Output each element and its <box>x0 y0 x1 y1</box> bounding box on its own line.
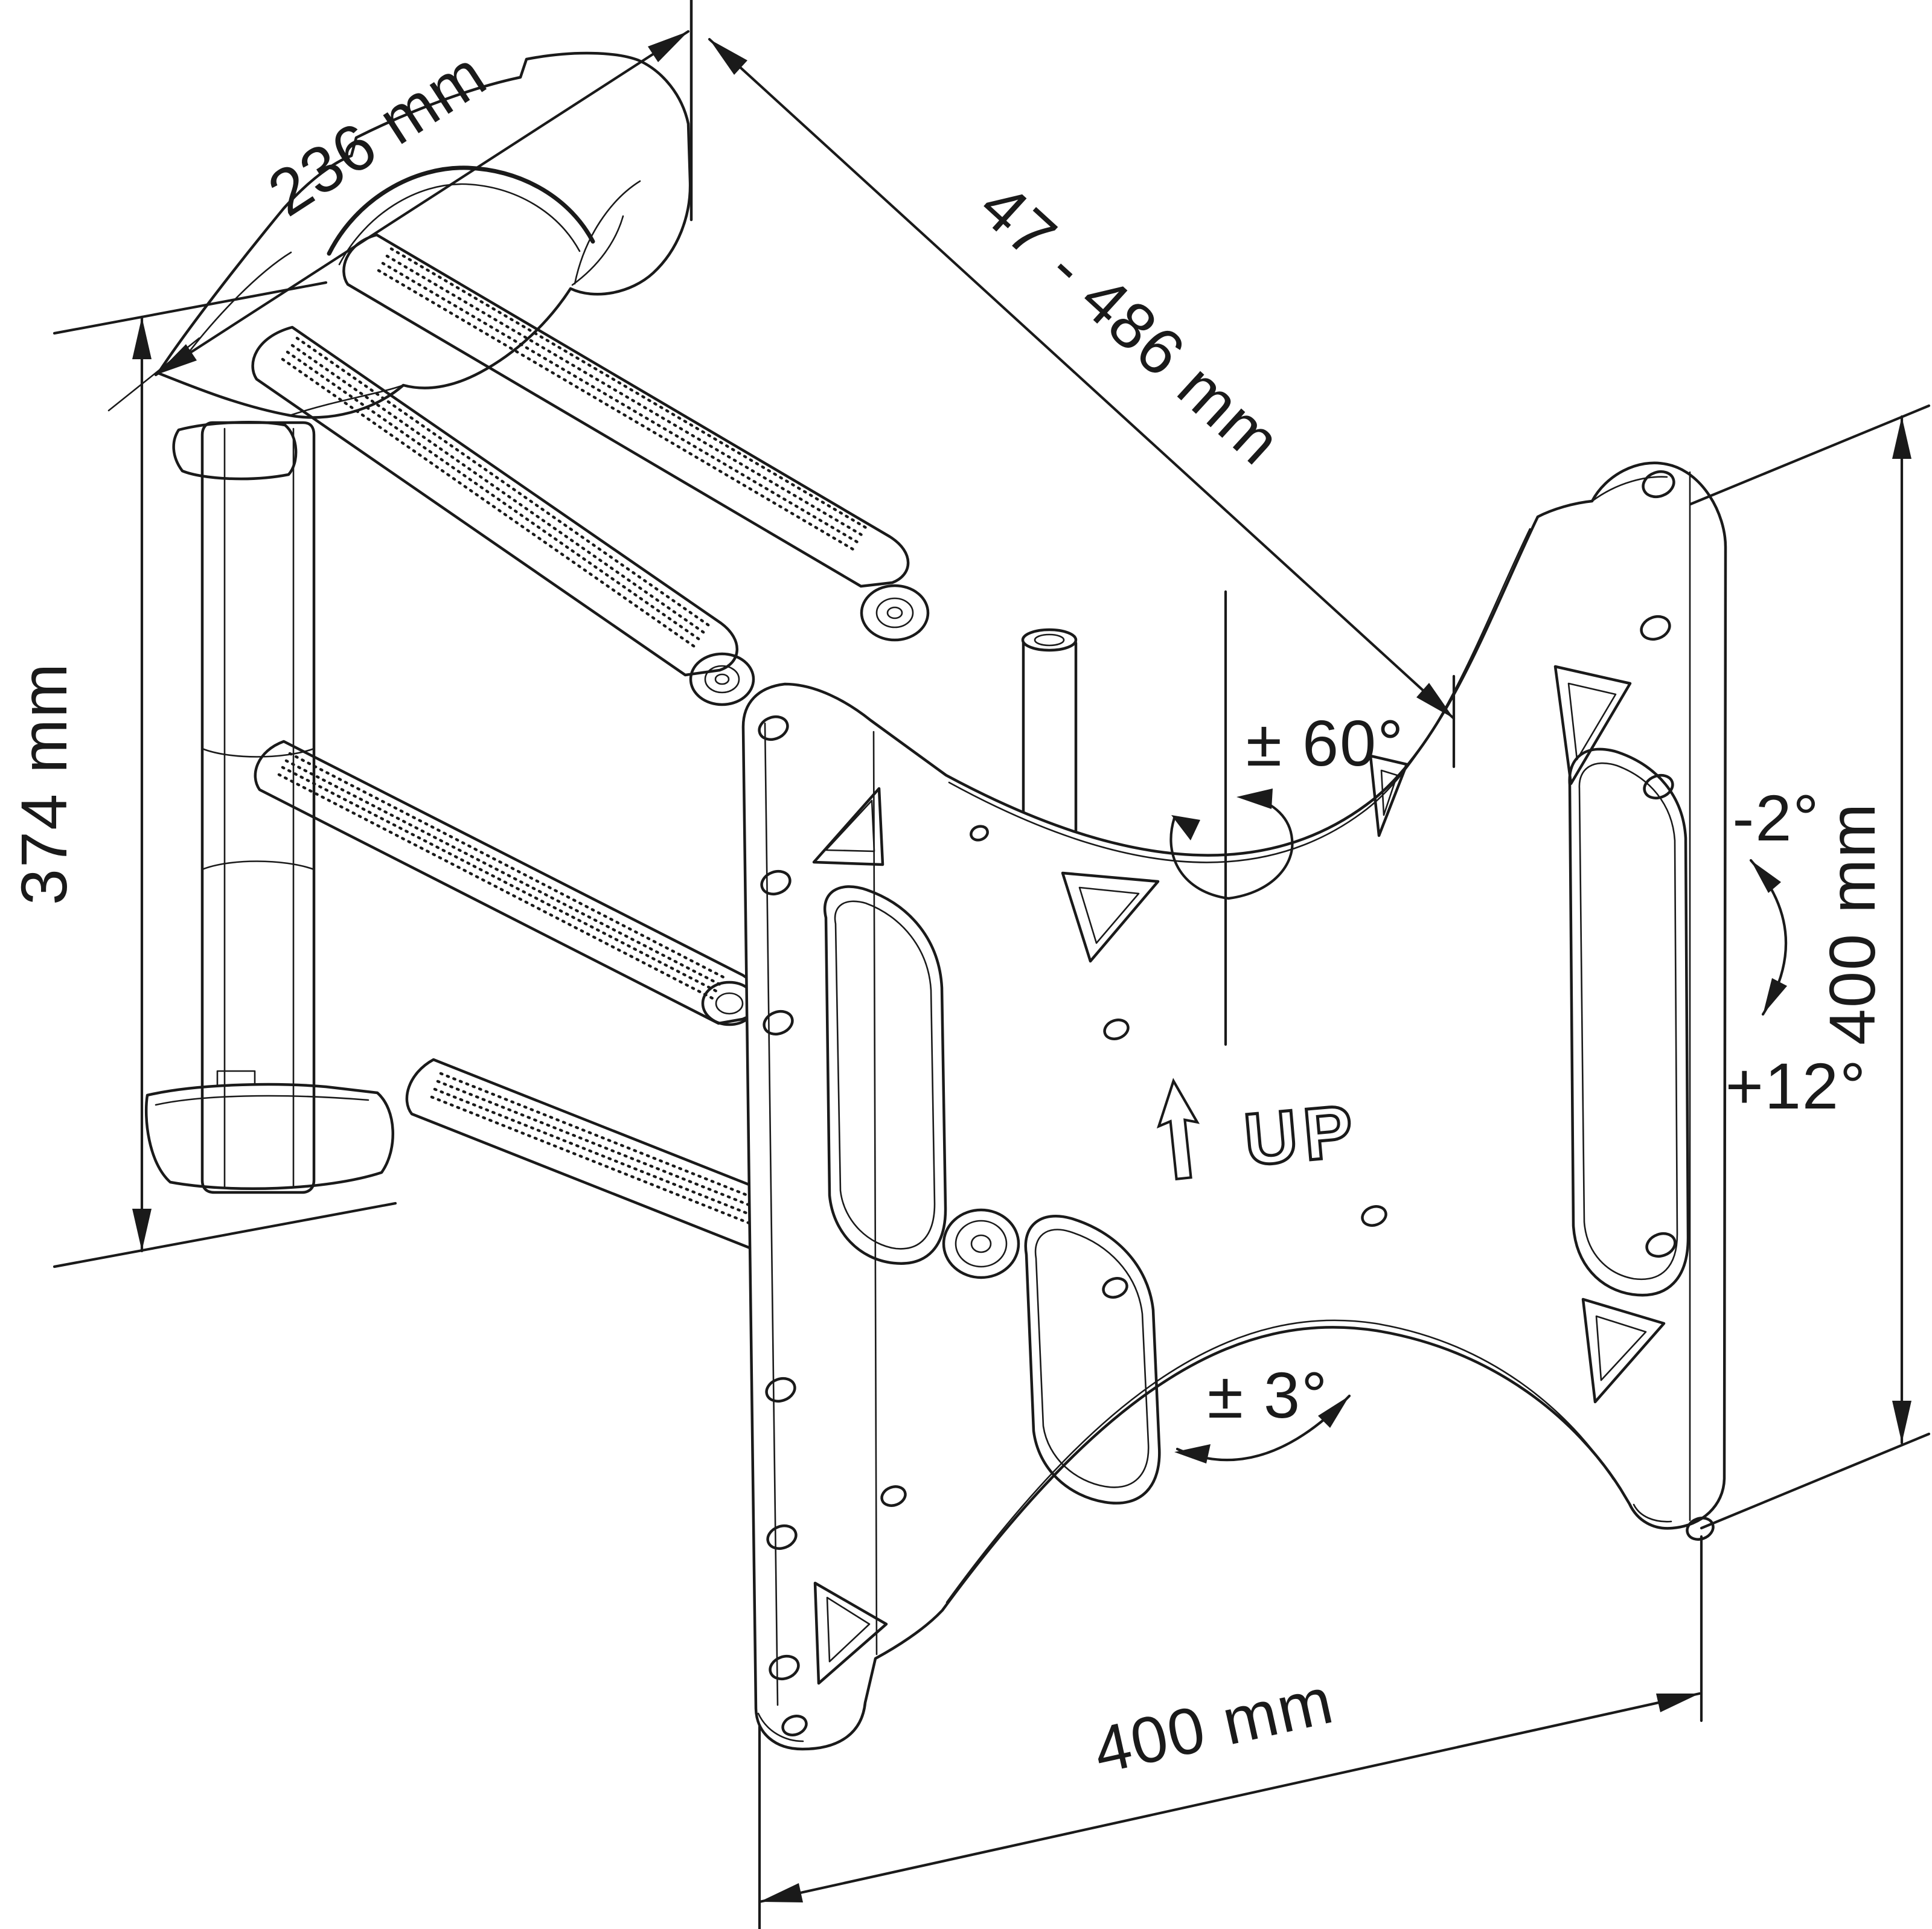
rotation-arrowhead-icon <box>1171 815 1200 840</box>
up-marking: UP <box>1156 1078 1364 1182</box>
mount-line-art <box>107 0 1727 1751</box>
annotation-swivel-range: ± 60° <box>1169 590 1405 1046</box>
rotation-arrowhead-icon <box>1236 789 1273 809</box>
arrowhead-icon <box>156 344 197 375</box>
bracket-arch-cutout <box>327 165 595 256</box>
kidney-cutouts <box>824 747 1690 1505</box>
dimension-extension-range: 47 - 486 mm <box>708 37 1456 769</box>
dimension-label-vesa-width: 400 mm <box>1087 1663 1340 1787</box>
arrowhead-icon <box>1892 1401 1911 1443</box>
arm-texture-lower-front <box>430 1072 874 1270</box>
swivel-boss <box>942 1208 1020 1279</box>
arm-link-front <box>251 325 738 677</box>
arm-texture-front <box>281 336 714 651</box>
dimension-label-bracket-width: 236 mm <box>255 36 499 230</box>
arm-texture-lower-rear <box>277 752 729 1002</box>
arrowhead-icon <box>132 1209 152 1251</box>
vesa-plate <box>741 461 1727 1751</box>
arrowhead-icon <box>648 31 688 62</box>
arrowhead-icon <box>132 317 152 359</box>
upper-arm-links <box>251 233 930 706</box>
rotation-arrowhead-icon <box>1318 1396 1349 1428</box>
wall-column <box>145 421 395 1194</box>
up-label: UP <box>1241 1089 1362 1181</box>
up-arrow-icon <box>1156 1078 1200 1181</box>
dimension-wall-plate-height: 374 mm <box>7 281 397 1268</box>
pivot-boss <box>689 652 755 706</box>
column-top-foot <box>172 421 298 481</box>
mounting-holes <box>758 470 1715 1736</box>
arrowhead-icon <box>1416 683 1454 718</box>
dimension-label-wall-plate-height: 374 mm <box>7 662 80 905</box>
vesa-plate-outline <box>741 461 1727 1751</box>
arrowhead-icon <box>1892 417 1911 459</box>
annotation-label-tilt-up: -2° <box>1732 781 1820 854</box>
arm-link-rear <box>342 233 910 588</box>
arm-texture-rear <box>377 247 869 552</box>
triangle-cutouts <box>812 665 1666 1685</box>
arrowhead-icon <box>709 39 747 75</box>
annotation-label-swivel: ± 60° <box>1246 706 1405 779</box>
tilt-arrowhead-icon <box>1763 978 1787 1014</box>
annotation-tilt-range: -2° +12° <box>1726 781 1867 1122</box>
wall-bracket-handle <box>156 51 692 419</box>
pivot-boss <box>860 584 930 642</box>
arrowhead-icon <box>1656 1694 1700 1712</box>
dimension-label-vesa-height: 400 mm <box>1815 802 1889 1045</box>
dimension-bracket-width: 236 mm <box>154 30 690 377</box>
dimension-vesa-height: 400 mm <box>1689 404 1931 1530</box>
annotation-label-tilt-down: +12° <box>1726 1049 1867 1122</box>
dimension-label-extension-range: 47 - 486 mm <box>967 169 1296 479</box>
tilt-arrowhead-icon <box>1751 860 1781 893</box>
annotation-label-level: ± 3° <box>1208 1358 1329 1432</box>
annotation-level-adjustment: ± 3° <box>1174 1358 1351 1464</box>
arrowhead-icon <box>760 1883 803 1902</box>
rotation-arrowhead-icon <box>1174 1444 1211 1464</box>
